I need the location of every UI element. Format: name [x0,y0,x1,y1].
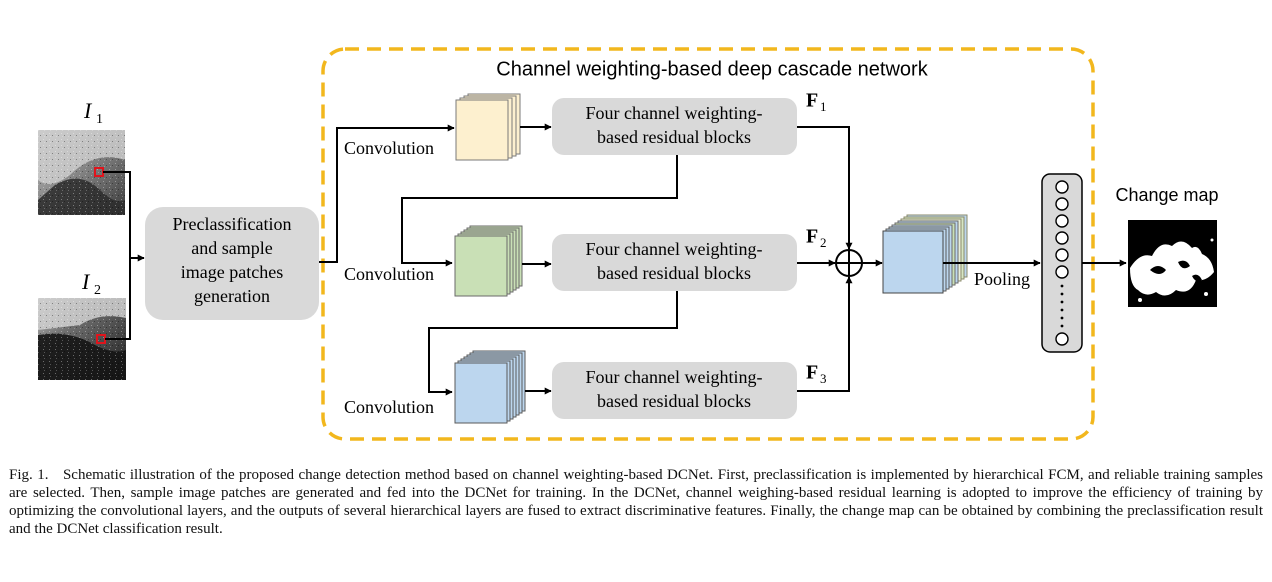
input-i2-subscript: 2 [94,283,101,298]
caption-text: Schematic illustration of the proposed c… [9,467,1264,537]
arrow-f1-to-fusion [797,126,853,250]
input-image-i1: I 1 [38,98,125,215]
feature-cube-1 [455,93,521,161]
residual-block-1-line-2: based residual blocks [597,127,751,147]
arrow-f3-to-fusion [797,276,853,392]
preclassification-block: Preclassification and sample image patch… [145,207,319,320]
feature-cube-3 [454,350,526,424]
network-title: Channel weighting-based deep cascade net… [496,58,928,80]
preclassification-line-2: and sample [191,238,272,258]
preclassification-line-4: generation [194,286,270,306]
network-boundary [321,47,1095,441]
change-map-label: Change map [1115,185,1218,205]
branch-3: Convolution Four channel weighting- base… [344,350,827,424]
residual-block-1-line-1: Four channel weighting- [586,103,763,123]
arrow-block1-to-conv2 [401,155,678,267]
residual-block-2 [552,234,797,291]
figure-label: Fig. 1. [9,467,49,483]
feature-cube-2 [454,225,523,297]
fc-layer [1041,173,1083,353]
figure-caption: Fig. 1. Schematic illustration of the pr… [9,466,1263,538]
change-map-image [1128,220,1217,307]
pooling-label: Pooling [974,269,1030,289]
feature-label-f2: F [806,226,818,248]
input-i1-subscript: 1 [96,112,103,127]
feature-label-f1: F [806,90,818,112]
feature-label-f2-sub: 2 [820,235,827,250]
residual-block-3-line-1: Four channel weighting- [586,367,763,387]
residual-block-2-line-1: Four channel weighting- [586,239,763,259]
feature-label-f3-sub: 3 [820,371,827,386]
residual-block-1 [552,98,797,155]
connector-i1 [103,171,131,258]
conv-label-1: Convolution [344,138,434,158]
feature-label-f1-sub: 1 [820,99,827,114]
input-image-i2: I 2 [38,269,126,380]
residual-block-2-line-2: based residual blocks [597,263,751,283]
residual-block-3 [552,362,797,419]
preclassification-line-1: Preclassification [173,214,292,234]
residual-block-3-line-2: based residual blocks [597,391,751,411]
input-i1-label: I [83,98,93,123]
fusion-sum-icon [835,249,863,277]
conv-label-3: Convolution [344,397,434,417]
branch-2: Convolution Four channel weighting- base… [344,225,827,297]
arrow-block2-to-conv3 [428,291,678,396]
conv-label-2: Convolution [344,264,434,284]
feature-label-f3: F [806,362,818,384]
branch-1: Convolution Four channel weighting- base… [344,90,827,161]
input-i2-label: I [81,269,91,294]
arrow-to-conv1 [319,124,455,263]
fused-feature-cube [882,214,968,294]
connector-i2 [105,258,131,340]
preclassification-line-3: image patches [181,262,283,282]
